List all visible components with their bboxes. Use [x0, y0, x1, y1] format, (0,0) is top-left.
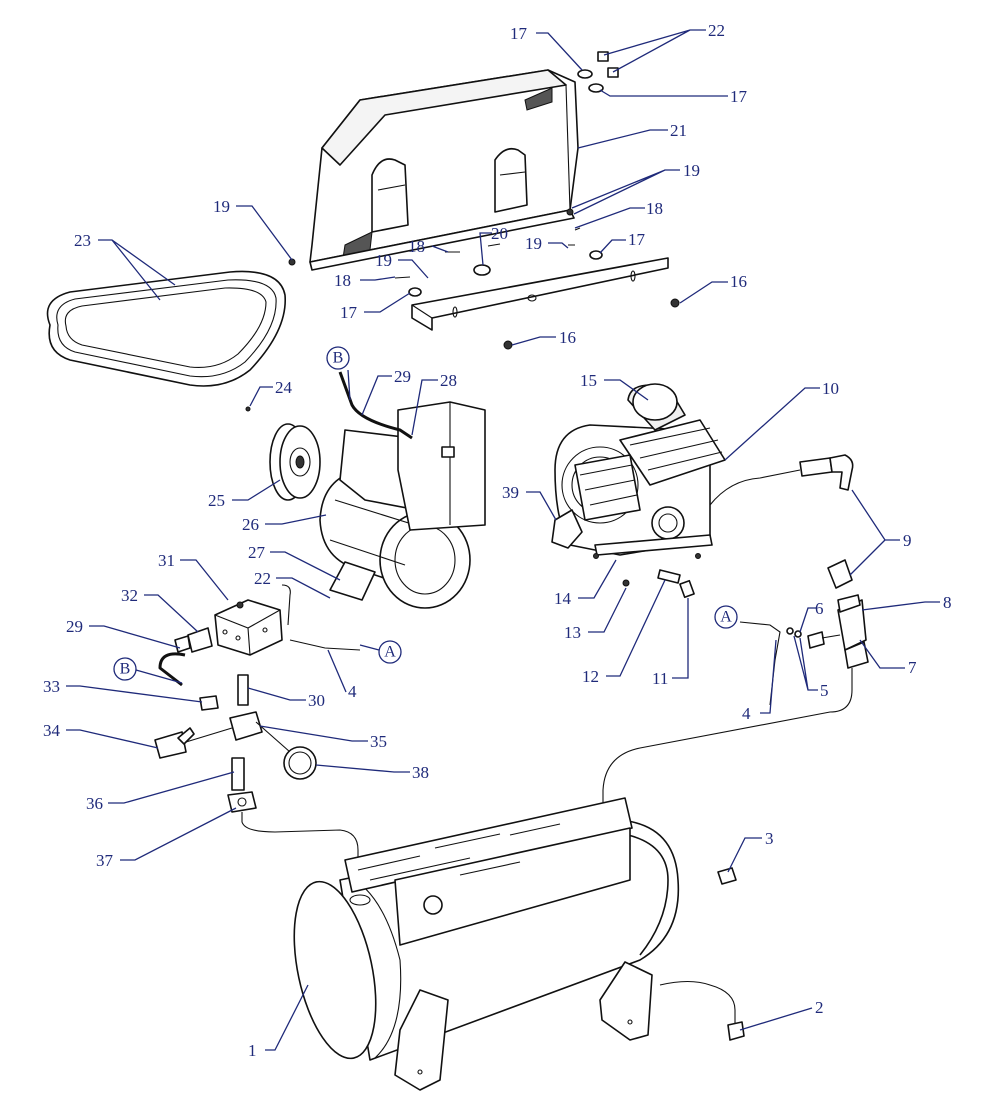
callout-30: 30	[308, 691, 325, 710]
tank-inlet-line	[241, 812, 359, 898]
callout-19-right-upper: 19	[683, 161, 700, 180]
pressure-switch	[214, 599, 283, 656]
callout-34: 34	[43, 721, 61, 740]
callout-19-right-lower: 19	[525, 234, 542, 253]
callout-27: 27	[248, 543, 266, 562]
callout-18-middle: 18	[408, 237, 425, 256]
callout-17-top: 17	[510, 24, 528, 43]
callout-22-top: 22	[708, 21, 725, 40]
callout-23: 23	[74, 231, 91, 250]
callout-39: 39	[502, 483, 519, 502]
callout-17-right-lower: 17	[628, 230, 646, 249]
callout-26: 26	[242, 515, 259, 534]
callout-35: 35	[370, 732, 387, 751]
callout-4-left: 4	[348, 682, 357, 701]
power-cord	[338, 371, 413, 440]
callout-20: 20	[491, 224, 508, 243]
callout-11: 11	[652, 669, 668, 688]
callout-18-left: 18	[334, 271, 351, 290]
svg-text:B: B	[120, 661, 131, 678]
tank	[293, 797, 680, 1091]
callout-18-right: 18	[646, 199, 663, 218]
callout-19-middle: 19	[375, 251, 392, 270]
drain-valve	[727, 1021, 745, 1041]
hardware-washers	[288, 51, 680, 350]
svg-text:B: B	[333, 350, 344, 367]
pump-fittings	[622, 569, 695, 599]
callout-29-top: 29	[394, 367, 411, 386]
callout-2: 2	[815, 998, 824, 1017]
belt-guard	[309, 69, 579, 271]
motor-pulley	[269, 423, 321, 501]
callout-21: 21	[670, 121, 687, 140]
manifold-assembly	[154, 674, 317, 813]
callout-7: 7	[908, 658, 917, 677]
callout-17-left: 17	[340, 303, 358, 322]
callout-17-right-upper: 17	[730, 87, 748, 106]
svg-text:A: A	[384, 644, 396, 661]
callout-1: 1	[248, 1041, 257, 1060]
callout-22-middle: 22	[254, 569, 271, 588]
check-valve	[786, 594, 869, 669]
callout-19-left: 19	[213, 197, 230, 216]
callout-3: 3	[765, 829, 774, 848]
callout-12: 12	[582, 667, 599, 686]
unloader-tube-left	[281, 584, 361, 651]
callout-8: 8	[943, 593, 952, 612]
callout-33: 33	[43, 677, 60, 696]
drain-line	[659, 980, 736, 1025]
callout-16-left: 16	[559, 328, 576, 347]
callout-5: 5	[820, 681, 829, 700]
svg-text:A: A	[720, 609, 732, 626]
callout-14: 14	[554, 589, 572, 608]
callout-24: 24	[275, 378, 293, 397]
pump	[551, 383, 726, 559]
ref-circle-a-left: A	[359, 640, 402, 664]
callout-6: 6	[815, 599, 824, 618]
callout-37: 37	[96, 851, 114, 870]
callout-16-right: 16	[730, 272, 747, 291]
ref-circle-a-right: A	[714, 605, 738, 629]
callout-10: 10	[822, 379, 839, 398]
callout-4-right: 4	[742, 704, 751, 723]
callout-25: 25	[208, 491, 225, 510]
discharge-line	[602, 668, 853, 815]
discharge-tube	[709, 454, 854, 589]
belt	[46, 270, 286, 387]
callout-28: 28	[440, 371, 457, 390]
callouts: 1 2 3 4 4 5 6 7 8 9 10 11 12 13 14 15 16	[43, 21, 952, 1060]
callout-13: 13	[564, 623, 581, 642]
motor	[319, 401, 486, 609]
callout-36: 36	[86, 794, 103, 813]
safety-valve-plug	[717, 867, 737, 885]
ref-circle-b-top: B	[326, 346, 350, 370]
ref-circle-b-left: B	[113, 657, 183, 684]
unloader-fitting	[174, 627, 213, 653]
set-screw	[245, 406, 251, 412]
callout-15: 15	[580, 371, 597, 390]
callout-31: 31	[158, 551, 175, 570]
callout-38: 38	[412, 763, 429, 782]
switch-cord	[158, 652, 186, 687]
guard-bracket	[411, 257, 669, 331]
callout-9: 9	[903, 531, 912, 550]
callout-29-left: 29	[66, 617, 83, 636]
callout-32: 32	[121, 586, 138, 605]
